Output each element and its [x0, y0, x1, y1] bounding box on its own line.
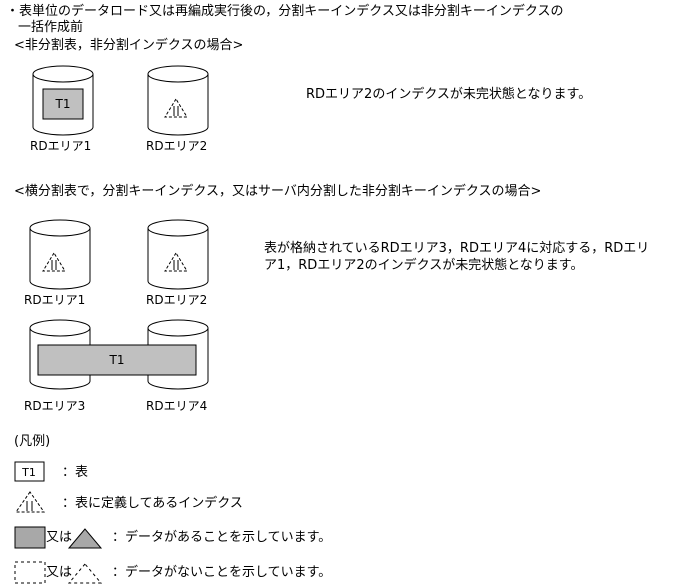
section2-table-box — [37, 344, 197, 376]
section2-note-line1: 表が格納されているRDエリア3，RDエリア4に対応する，RDエリ — [264, 241, 650, 256]
section2-db1-cylinder — [29, 219, 91, 290]
legend-nodata-or: 又は — [46, 565, 73, 580]
legend-index-desc: ：表に定義してあるインデクス — [62, 496, 243, 511]
section1-db1-cylinder: T1 — [32, 65, 94, 136]
legend-table-desc: ：表 — [62, 465, 89, 480]
section1-title: <非分割表，非分割インデクスの場合> — [14, 38, 244, 53]
section1-note: RDエリア2のインデクスが未完状態となります。 — [306, 87, 592, 102]
legend-data-rect — [14, 526, 46, 549]
section2-db3-label: RDエリア3 — [24, 399, 86, 413]
section1-db2-cylinder — [147, 65, 209, 136]
section1-db1-label: RDエリア1 — [30, 139, 92, 153]
legend-data-desc: ：データがあることを示しています。 — [112, 530, 332, 545]
legend-data-or: 又は — [46, 530, 73, 545]
legend-table-symbol — [14, 461, 45, 482]
section2-db2-label: RDエリア2 — [146, 293, 208, 307]
section1-db2-label: RDエリア2 — [146, 139, 208, 153]
section2-db1-label: RDエリア1 — [24, 293, 86, 307]
section1-table-label: T1 — [55, 97, 71, 111]
legend-title: (凡例) — [14, 434, 51, 449]
header-line-2: 一括作成前 — [18, 20, 84, 35]
legend-nodata-rect — [14, 561, 46, 584]
section2-db2-cylinder — [147, 219, 209, 290]
legend-table-symbol-label: T1 — [21, 466, 36, 479]
legend-data-triangle — [67, 528, 103, 549]
section2-table-label: T1 — [109, 353, 125, 367]
header-line-1: ・表単位のデータロード又は再編成実行後の，分割キーインデクス又は非分割キーインデ… — [6, 4, 564, 19]
section2-db4-label: RDエリア4 — [146, 399, 208, 413]
section2-title: <横分割表で，分割キーインデクス，又はサーバ内分割した非分割キーインデクスの場合… — [14, 184, 542, 199]
section1-table-box — [42, 88, 84, 120]
legend-index-icon — [15, 491, 45, 513]
legend-nodata-desc: ：データがないことを示しています。 — [112, 565, 332, 580]
section2-note-line2: ア1，RDエリア2のインデクスが未完状態となります。 — [264, 258, 584, 273]
legend-nodata-triangle — [67, 563, 103, 584]
